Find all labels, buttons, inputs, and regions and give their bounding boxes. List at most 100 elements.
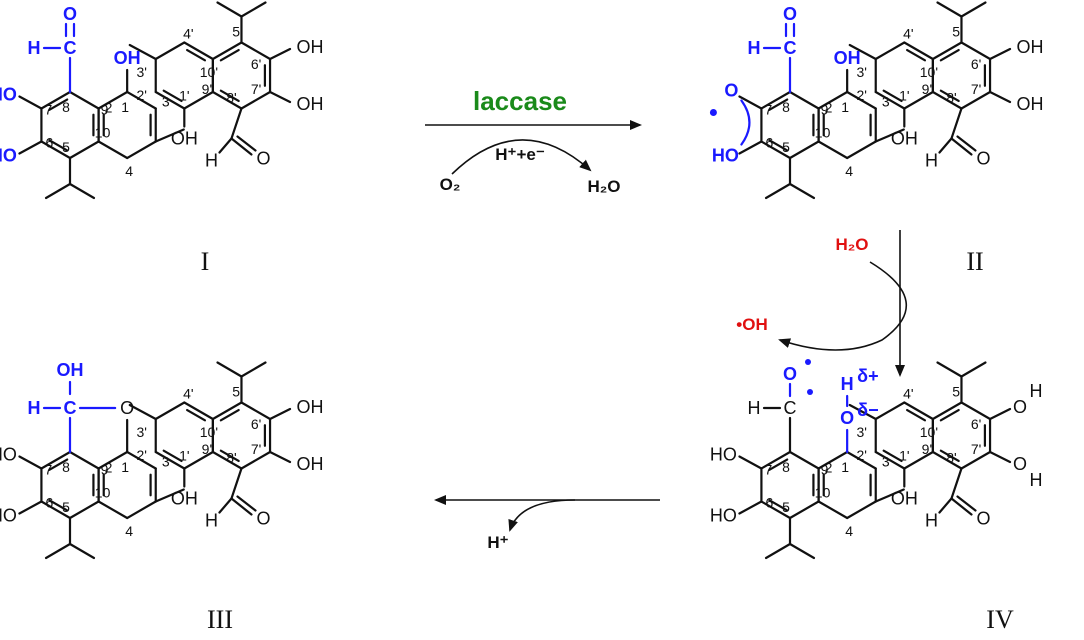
ring-bond	[240, 41, 272, 61]
position-number: 1'	[899, 448, 909, 464]
ring-double-bond	[939, 48, 960, 62]
radical-dot	[709, 109, 717, 116]
aldehyde-oxygen: O	[976, 509, 990, 529]
aldehyde-bond	[236, 135, 257, 152]
ring-bond	[97, 500, 129, 520]
ring-bond	[846, 90, 877, 110]
ring-bond	[788, 500, 820, 520]
position-number: 5	[62, 139, 70, 155]
ring-bond	[960, 450, 992, 470]
oh-bond	[988, 450, 1012, 464]
ring-double-bond	[186, 48, 207, 62]
ring-bond	[40, 140, 72, 160]
ring-bond	[817, 500, 849, 520]
methyl-bond	[128, 43, 157, 61]
oh-bond	[18, 95, 43, 110]
oh-bond	[268, 47, 292, 61]
ring-bond	[960, 90, 992, 110]
ring-bond	[903, 90, 934, 110]
position-number: 4	[845, 163, 853, 179]
oxygen-1: O	[840, 408, 854, 428]
hydroxyl-6prime: OH	[297, 37, 324, 57]
aldehyde-hydrogen: H	[748, 398, 761, 418]
radical-oxygen: O	[724, 81, 738, 101]
aldehyde-bond	[230, 137, 253, 156]
position-number: 3'	[137, 424, 147, 440]
position-number: 9	[101, 462, 109, 478]
hydroxyl-1prime: OH	[891, 489, 918, 509]
hydrogen-6prime: H	[1030, 381, 1043, 401]
ring-bond	[126, 500, 157, 520]
aldehyde-carbon: C	[784, 398, 797, 418]
position-number: 2	[825, 100, 833, 116]
ring-double-bond	[882, 89, 903, 103]
ring-bond	[40, 500, 72, 520]
position-number: 10'	[920, 64, 938, 80]
aldehyde-bond	[230, 107, 243, 140]
position-number: 6	[46, 495, 54, 511]
radical-dot	[807, 389, 813, 395]
ring-bond	[154, 450, 186, 470]
hydroxyl-6: HO	[0, 146, 17, 166]
oxygen-7prime: O	[1013, 454, 1027, 474]
oh-bond	[988, 90, 1012, 104]
radical-dot	[805, 359, 811, 365]
position-number: 6'	[251, 416, 261, 432]
ring-bond	[183, 90, 214, 110]
methyl-bond	[154, 128, 185, 143]
position-number: 2	[825, 460, 833, 476]
oxygen-label: O₂	[440, 175, 461, 194]
position-number: 5	[782, 139, 790, 155]
position-number: 1	[121, 459, 129, 475]
position-number: 5'	[232, 24, 242, 40]
position-number: 3	[882, 94, 890, 110]
ring-double-bond	[48, 458, 69, 471]
isopropyl-bond	[960, 1, 987, 18]
position-number: 3'	[857, 424, 867, 440]
isopropyl-bond	[960, 361, 987, 378]
isopropyl-bond	[44, 542, 72, 560]
ring-bond	[68, 140, 100, 160]
position-number: 1	[841, 459, 849, 475]
hydroxyl-7: HO	[710, 445, 737, 465]
oh-bond	[268, 90, 292, 104]
hydroxyl-6: HO	[712, 146, 739, 166]
hydroxyl-6prime: OH	[1017, 37, 1044, 57]
methyl-bond	[848, 403, 877, 421]
position-number: 10'	[200, 424, 218, 440]
oh-bond	[18, 455, 43, 470]
position-number: 1'	[179, 88, 189, 104]
hydroxyl-1prime: OH	[891, 129, 918, 149]
position-number: 3	[162, 94, 170, 110]
ring-bond	[846, 140, 877, 160]
position-number: 9'	[922, 441, 932, 457]
position-number: 8	[782, 459, 790, 475]
ring-bond	[817, 450, 849, 470]
ring-bond	[817, 90, 849, 110]
position-number: 6	[766, 135, 774, 151]
ring-double-bond	[939, 408, 960, 422]
ring-bond	[126, 450, 157, 470]
ring-bond	[931, 41, 963, 61]
position-number: 6'	[971, 56, 981, 72]
ring-bond	[760, 90, 792, 110]
ring-bond	[126, 90, 157, 110]
ring-bond	[903, 41, 934, 61]
ring-bond	[931, 90, 963, 110]
ring-double-bond	[48, 499, 69, 512]
position-number: 5'	[952, 24, 962, 40]
ring-bond	[97, 140, 129, 160]
ring-double-bond	[939, 89, 960, 103]
ring-bond	[760, 140, 792, 160]
isopropyl-bond	[788, 182, 816, 200]
hydroxyl-1prime: OH	[171, 489, 198, 509]
position-number: 8'	[946, 90, 956, 106]
position-number: 4'	[903, 26, 913, 42]
aldehyde-bond	[236, 495, 257, 512]
ring-bond	[183, 401, 214, 421]
position-number: 9'	[202, 441, 212, 457]
ring-double-bond	[768, 98, 789, 111]
ring-bond	[760, 500, 792, 520]
ring-bond	[846, 450, 877, 470]
